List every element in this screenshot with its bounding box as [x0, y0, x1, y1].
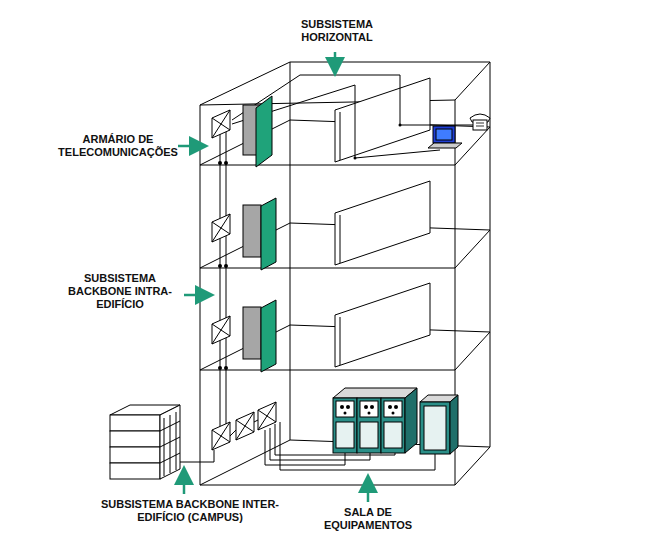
- callout-label: SUBSISTEMA HORIZONTAL: [287, 18, 387, 44]
- callout-label: SUBSISTEMA BACKBONE INTRA-EDIFÍCIO: [56, 272, 184, 311]
- callout-label: SALA DE EQUIPAMENTOS: [313, 506, 423, 532]
- callout-label: ARMÁRIO DE TELECOMUNICAÇÕES: [49, 133, 187, 159]
- callout-label: SUBSISTEMA BACKBONE INTER-EDIFÍCIO (CAMP…: [100, 498, 280, 524]
